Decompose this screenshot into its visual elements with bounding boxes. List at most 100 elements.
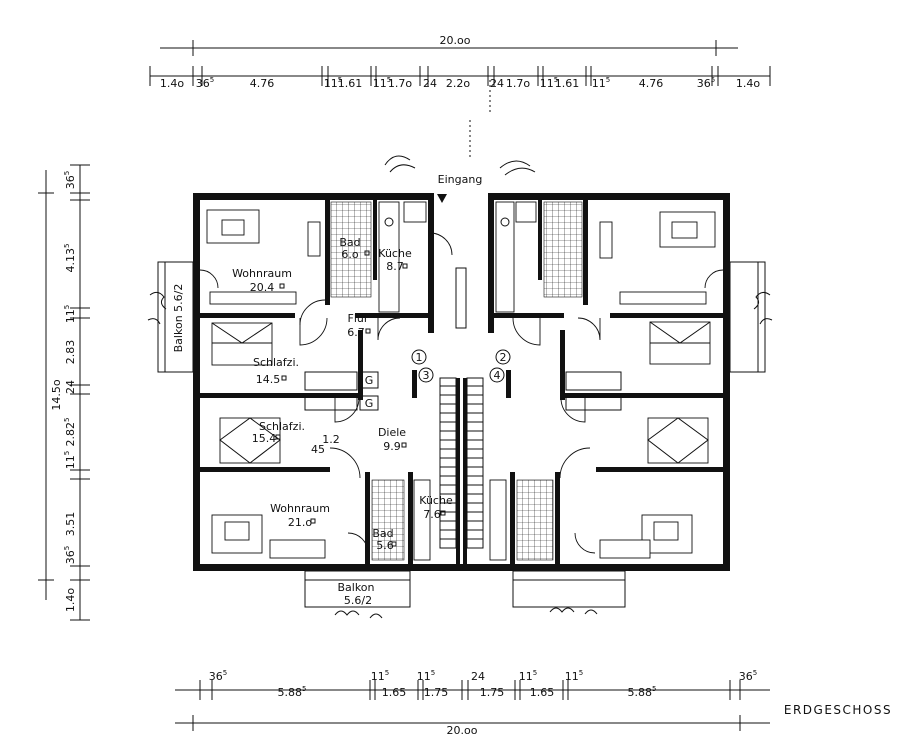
top-dimension-label: 365 — [196, 76, 214, 90]
left-dimension-label: 2.83 — [64, 340, 77, 365]
room-area-kueche-top: 8.7 — [386, 260, 404, 273]
room-area-wohnraum-bottom: 21.o — [288, 516, 312, 529]
entrance: Eingang — [384, 80, 536, 203]
room-name-bad-bottom: Bad — [372, 527, 393, 540]
room-name-schlafzi-bottom: Schlafzi. — [259, 420, 305, 433]
top-dimension-label: 1.7o — [388, 77, 412, 90]
bath-tiles-bottom-right — [516, 479, 554, 561]
tiled-areas — [330, 201, 583, 561]
room-area-schlafzi-bottom: 15.4 — [252, 432, 277, 445]
room-name-bad-top: Bad — [339, 236, 360, 249]
room-name-kueche-top: Küche — [378, 247, 412, 260]
landscape-sketch-icon — [384, 155, 416, 173]
garderobe-marker: G — [365, 397, 374, 410]
unit-markers: 1 3 2 4 — [411, 349, 511, 383]
room-area-schlafzi-top: 14.5 — [256, 373, 281, 386]
kitchen-counters — [378, 201, 537, 561]
balcony-bottom-area: 5.6/2 — [344, 594, 372, 607]
left-dimension-label: 365 — [63, 171, 77, 189]
door-width-label: 45 — [311, 443, 325, 456]
room-name-diele: Diele — [378, 426, 406, 439]
left-dimension-label: 3.51 — [64, 512, 77, 537]
top-dimension-label: 365 — [697, 76, 715, 90]
left-dimension-label: 115 — [63, 451, 77, 469]
bottom-dimension-label: 365 — [209, 669, 227, 683]
top-dimension-label: 1.4o — [736, 77, 760, 90]
interior-walls — [200, 200, 723, 564]
bottom-dimension-label: 1.75 — [480, 686, 505, 699]
unit-number-4: 4 — [494, 369, 501, 382]
bottom-total-dimension: 20.oo — [447, 724, 478, 737]
bottom-dimension-label: 115 — [519, 669, 537, 683]
top-dimension-label: 115 — [540, 76, 558, 90]
left-dimension-label: 4.135 — [63, 244, 77, 273]
closets: G G — [304, 371, 622, 411]
left-dimension-label: 1.4o — [64, 588, 77, 612]
doors — [199, 232, 724, 554]
room-labels: Wohnraum 20.4 Bad 6.o Küche 8.7 Flur 6.7… — [232, 236, 453, 552]
top-dimension-label: 1.61 — [555, 77, 580, 90]
unit-number-3: 3 — [423, 369, 430, 382]
area-markers — [275, 250, 446, 547]
top-dimension-label: 4.76 — [250, 77, 275, 90]
staircase — [439, 267, 484, 549]
top-dimension-label: 1.7o — [506, 77, 530, 90]
entrance-label: Eingang — [438, 173, 483, 186]
bottom-dimension-label: 1.75 — [424, 686, 449, 699]
top-dimension-label: 115 — [324, 76, 342, 90]
bottom-dimension-label: 365 — [739, 669, 757, 683]
top-dimension-label: 115 — [592, 76, 610, 90]
room-name-flur: Flur — [348, 312, 369, 325]
balcony-right — [729, 261, 773, 373]
balcony-bottom-name: Balkon — [337, 581, 374, 594]
bath-tiles-bottom-left — [371, 479, 405, 561]
top-total-dimension: 20.oo — [440, 34, 471, 47]
bath-tiles-top-left — [330, 201, 372, 298]
room-area-diele: 9.9 — [383, 440, 401, 453]
room-name-wohnraum-top: Wohnraum — [232, 267, 292, 280]
bottom-dimension-label: 5.885 — [628, 685, 657, 699]
bottom-dimension-chain: 365 5.885 115 1.65 115 1.75 24 1.75 115 1.65 115 5.… — [175, 669, 770, 737]
bottom-dimension-label: 115 — [371, 669, 389, 683]
room-area-bad-top: 6.o — [341, 248, 358, 261]
bath-tiles-top-right — [543, 201, 583, 298]
top-dimension-label: 24 — [423, 77, 437, 90]
windows — [195, 196, 727, 568]
furniture — [206, 209, 716, 559]
bottom-dimension-label: 115 — [417, 669, 435, 683]
room-area-wohnraum-top: 20.4 — [250, 281, 275, 294]
top-dimension-label: 24 — [490, 77, 504, 90]
room-name-wohnraum-bottom: Wohnraum — [270, 502, 330, 515]
garderobe-marker: G — [365, 374, 374, 387]
plan-title: ERDGESCHOSS — [784, 703, 892, 717]
balcony-left-label: Balkon 5.6/2 — [172, 284, 185, 353]
room-area-kueche-bottom: 7.6 — [423, 508, 441, 521]
balcony-left: Balkon 5.6/2 — [147, 261, 194, 373]
top-dimension-label: 2.2o — [446, 77, 470, 90]
bottom-dimension-label: 1.65 — [530, 686, 555, 699]
bottom-dimension-label: 115 — [565, 669, 583, 683]
top-dimension-label: 4.76 — [639, 77, 664, 90]
bottom-dimension-label: 24 — [471, 670, 485, 683]
top-dimension-label: 115 — [373, 76, 391, 90]
landscape-sketch-icon — [499, 160, 536, 176]
left-dimension-label: 2.825 — [63, 418, 77, 447]
room-area-flur: 6.7 — [347, 326, 365, 339]
top-dimension-label: 1.61 — [338, 77, 363, 90]
entrance-arrow-icon — [437, 194, 447, 203]
bottom-dimension-label: 5.885 — [278, 685, 307, 699]
left-dimension-label: 365 — [63, 546, 77, 564]
unit-number-2: 2 — [500, 351, 507, 364]
room-name-schlafzi-top: Schlafzi. — [253, 356, 299, 369]
balcony-bottom-right — [512, 570, 626, 615]
unit-number-1: 1 — [416, 351, 423, 364]
balcony-bottom-left: Balkon 5.6/2 — [304, 570, 411, 619]
bottom-dimension-label: 1.65 — [382, 686, 407, 699]
door-width-label: 1.2 — [322, 433, 340, 446]
top-dimension-label: 1.4o — [160, 77, 184, 90]
left-dimension-label: 115 — [63, 305, 77, 323]
room-name-kueche-bottom: Küche — [419, 494, 453, 507]
